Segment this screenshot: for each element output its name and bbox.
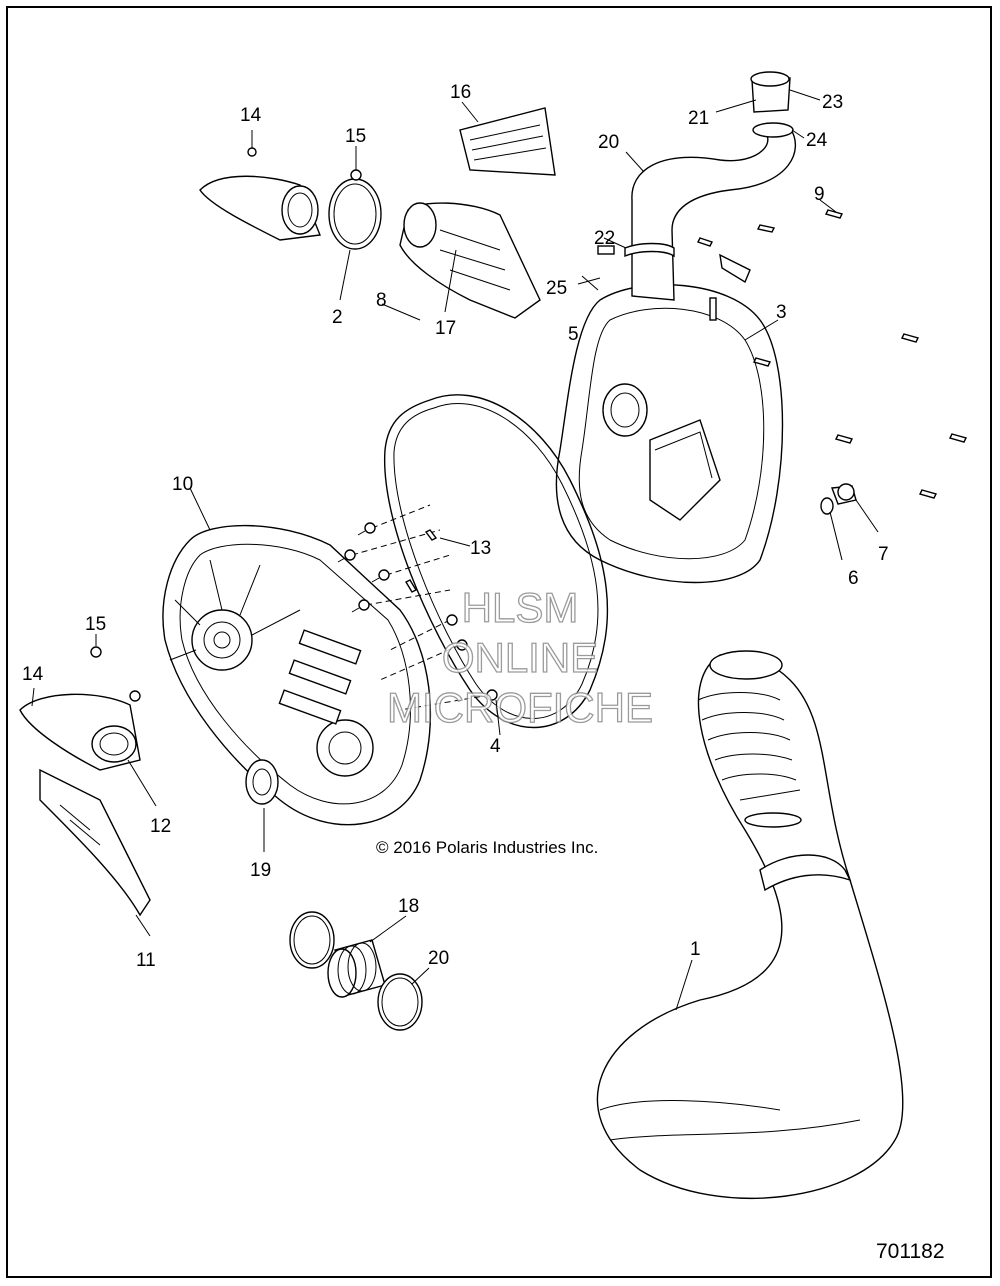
part-18-clamp-left xyxy=(289,911,335,969)
part-19-seal xyxy=(245,759,279,805)
part-6-washer xyxy=(820,497,834,515)
callout-1: 1 xyxy=(690,939,701,960)
callout-22: 22 xyxy=(594,228,615,249)
callout-7: 7 xyxy=(878,544,889,565)
part-1-intake-duct xyxy=(596,650,904,1200)
part-12-duct xyxy=(19,693,141,771)
callout-5: 5 xyxy=(568,324,579,345)
watermark: HLSM ONLINE MICROFICHE xyxy=(386,583,653,731)
part-22-clamp xyxy=(597,242,675,258)
copyright-notice: © 2016 Polaris Industries Inc. xyxy=(376,838,599,857)
callout-17: 17 xyxy=(435,318,456,339)
callout-2: 2 xyxy=(332,307,343,328)
callout-20-top: 20 xyxy=(598,132,619,153)
callouts: 1 2 3 4 5 6 7 8 9 10 11 12 13 14 14 15 1… xyxy=(22,82,889,971)
callout-6: 6 xyxy=(848,568,859,589)
part-4-bolts xyxy=(337,504,498,711)
callout-24: 24 xyxy=(806,130,828,151)
callout-9: 9 xyxy=(814,184,825,205)
part-5-outer-cover xyxy=(555,284,784,584)
part-17-adaptor xyxy=(399,202,541,319)
svg-text:ONLINE: ONLINE xyxy=(442,634,598,681)
callout-20-bottom: 20 xyxy=(428,948,449,969)
callout-18: 18 xyxy=(398,896,419,917)
nut-mid-left xyxy=(129,690,141,702)
part-16-screen xyxy=(459,107,556,176)
part-15-nut-top xyxy=(350,169,362,181)
callout-21: 21 xyxy=(688,108,709,129)
svg-text:MICROFICHE: MICROFICHE xyxy=(387,684,653,731)
part-8-belt xyxy=(383,394,609,729)
upper-air-duct xyxy=(199,175,321,241)
callout-14-top: 14 xyxy=(240,105,262,126)
document-number: 701182 xyxy=(876,1240,945,1263)
callout-14-left: 14 xyxy=(22,664,44,685)
callout-23: 23 xyxy=(822,92,843,113)
leader-lines xyxy=(31,89,879,1011)
callout-16: 16 xyxy=(450,82,471,103)
callout-13: 13 xyxy=(470,538,491,559)
callout-19: 19 xyxy=(250,860,271,881)
part-3-decal xyxy=(719,253,751,284)
callout-4: 4 xyxy=(490,736,501,757)
svg-text:HLSM: HLSM xyxy=(462,584,579,631)
part-11-shield xyxy=(39,768,151,917)
callout-15-left: 15 xyxy=(85,614,106,635)
callout-25: 25 xyxy=(546,278,567,299)
callout-15-top: 15 xyxy=(345,126,366,147)
callout-3: 3 xyxy=(776,302,787,323)
callout-8: 8 xyxy=(376,290,387,311)
part-9-screws xyxy=(697,209,968,499)
callout-10: 10 xyxy=(172,474,193,495)
callout-12: 12 xyxy=(150,816,171,837)
part-20-upper-tube xyxy=(631,122,797,301)
part-21-cap xyxy=(750,71,791,113)
part-14-bolt-top xyxy=(247,147,257,157)
part-7-plug xyxy=(831,483,857,505)
part-2-clamp xyxy=(328,178,382,250)
diagram-frame xyxy=(6,6,992,1278)
callout-11: 11 xyxy=(136,950,156,971)
part-18-coupler xyxy=(327,939,386,998)
part-20-clamp-lower xyxy=(377,973,423,1031)
part-15-nut-left xyxy=(90,646,102,658)
